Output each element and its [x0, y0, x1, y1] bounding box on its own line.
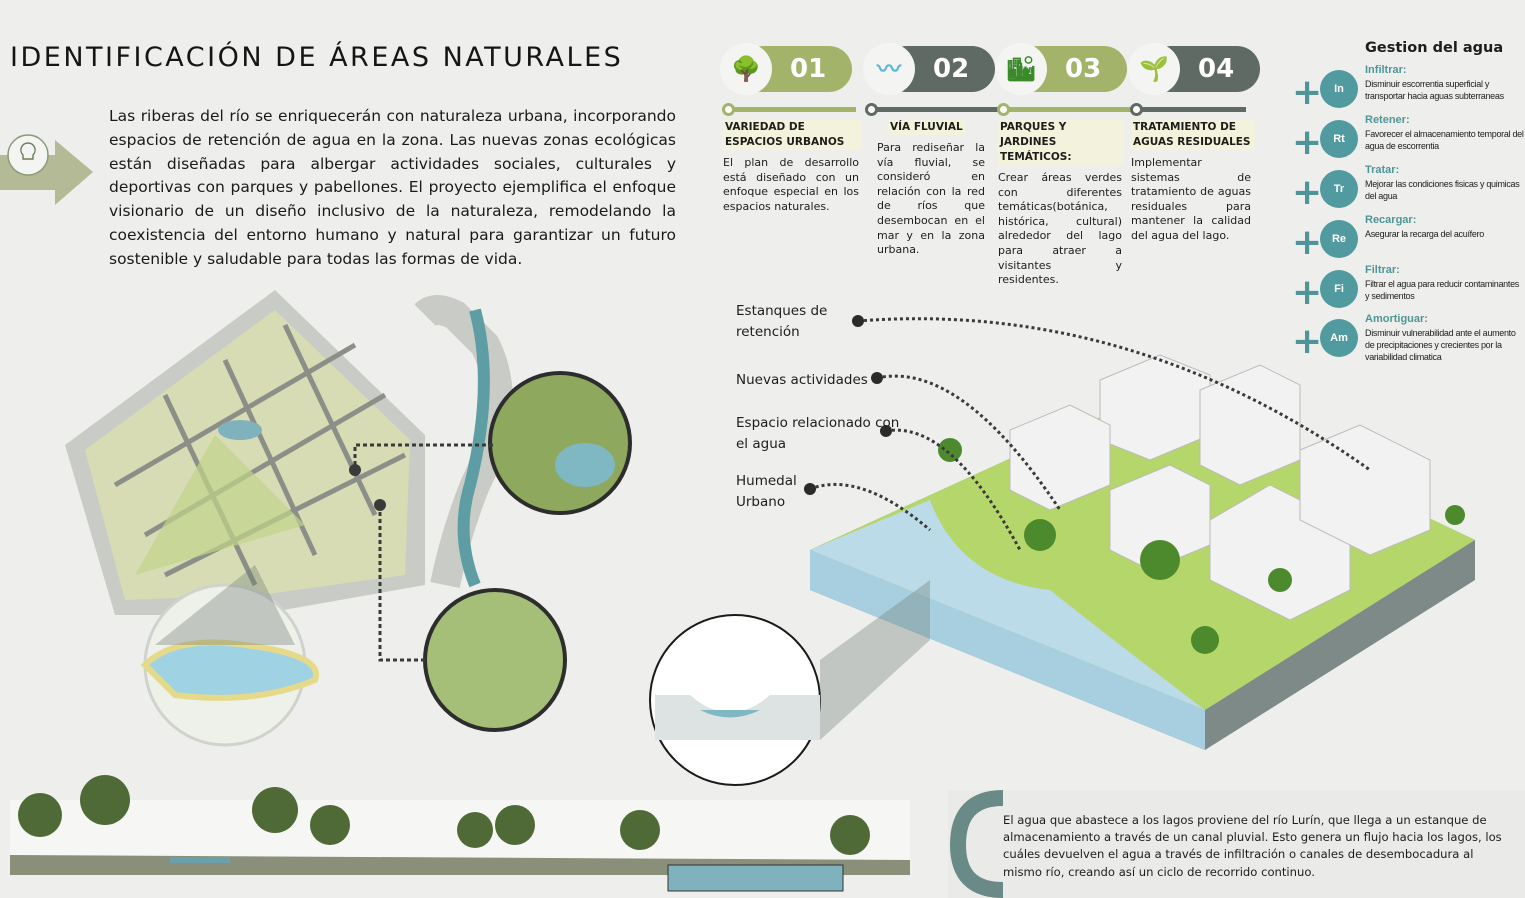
water-cycle-note-panel — [948, 790, 1525, 898]
site-plan-illustration — [65, 290, 632, 747]
step-number: 03 — [1065, 54, 1102, 84]
page-title: IDENTIFICACIÓN DE ÁREAS NATURALES — [10, 42, 624, 73]
step-number: 04 — [1198, 54, 1235, 84]
river-icon: 〰 — [863, 43, 915, 95]
detail-circle-pond — [488, 371, 632, 515]
abbr-badge: Am — [1320, 319, 1358, 357]
abbr-badge: Rt — [1320, 120, 1358, 158]
label-water-space: Espacio relacionado con el agua — [736, 415, 900, 452]
bracket-decoration — [949, 790, 1004, 898]
item-description: Disminuir escorrentia superficial y tran… — [1365, 79, 1504, 101]
plus-icon: + — [1292, 272, 1323, 313]
isometric-block-illustration — [649, 315, 1475, 786]
item-description: Favorecer el almacenamiento temporal del… — [1365, 129, 1524, 151]
water-management-title: Gestion del agua — [1365, 40, 1504, 56]
item-title: Amortiguar: — [1365, 313, 1428, 325]
abbr-badge: In — [1320, 70, 1358, 108]
abbr-badge: Re — [1320, 220, 1358, 258]
landscape-section-illustration — [10, 775, 910, 892]
abbr-badge: Fi — [1320, 270, 1358, 308]
city-park-icon: 🌳 — [720, 43, 772, 95]
plus-icon: + — [1292, 122, 1323, 163]
item-description: Disminuir vulnerabilidad ante el aumento… — [1365, 328, 1516, 362]
step-body: El plan de desarrollo está diseñado con … — [723, 156, 859, 213]
label-new-activities: Nuevas actividades — [736, 372, 868, 388]
plus-icon: + — [1292, 321, 1323, 362]
item-title: Infiltrar: — [1365, 64, 1407, 76]
item-description: Asegurar la recarga del acuífero — [1365, 229, 1484, 239]
item-title: Tratar: — [1365, 164, 1400, 176]
lightbulb-arrow-icon — [0, 134, 93, 205]
item-description: Mejorar las condiciones fisicas y quimic… — [1365, 179, 1520, 201]
plus-icon: + — [1292, 72, 1323, 113]
step-body: Implementar sistemas de tratamiento de a… — [1131, 156, 1251, 242]
step-heading: TRATAMIENTO DE AGUAS RESIDUALES — [1131, 120, 1255, 150]
step-body: Para rediseñar la vía fluvial, se consid… — [877, 141, 985, 257]
step-number: 02 — [933, 54, 970, 84]
step-04: 🌱 04 TRATAMIENTO DE AGUAS RESIDUALES Impl… — [1128, 43, 1263, 242]
label-urban-wetland: Humedal Urbano — [736, 473, 797, 510]
green-city-icon: 🏙 — [995, 43, 1047, 95]
step-heading: VARIEDAD DE ESPACIOS URBANOS — [723, 120, 861, 150]
item-description: Filtrar el agua para reducir contaminant… — [1365, 279, 1519, 301]
item-title: Retener: — [1365, 114, 1410, 126]
step-body: Crear áreas verdes con diferentes temáti… — [998, 171, 1122, 287]
abbr-badge: Tr — [1320, 170, 1358, 208]
step-03: 🏙 03 PARQUES Y JARDINES TEMÁTICOS: Crear … — [995, 43, 1131, 286]
step-01: 🌳 01 VARIEDAD DE ESPACIOS URBANOS El plan… — [720, 43, 861, 213]
sprout-icon: 🌱 — [1128, 43, 1180, 95]
detail-circle-park — [423, 588, 567, 732]
step-02: 〰 02 VÍA FLUVIAL Para rediseñar la vía fl… — [863, 43, 999, 256]
water-cycle-note: El agua que abastece a los lagos provien… — [1003, 813, 1502, 879]
step-number: 01 — [790, 54, 827, 84]
item-title: Filtrar: — [1365, 264, 1400, 276]
intro-paragraph: Las riberas del río se enriquecerán con … — [109, 107, 676, 268]
plus-icon: + — [1292, 172, 1323, 213]
plus-icon: + — [1292, 222, 1323, 263]
step-heading: VÍA FLUVIAL — [888, 120, 965, 135]
item-title: Recargar: — [1365, 214, 1417, 226]
step-heading: PARQUES Y JARDINES TEMÁTICOS: — [998, 120, 1124, 165]
label-retention-ponds: Estanques de retención — [736, 303, 828, 340]
